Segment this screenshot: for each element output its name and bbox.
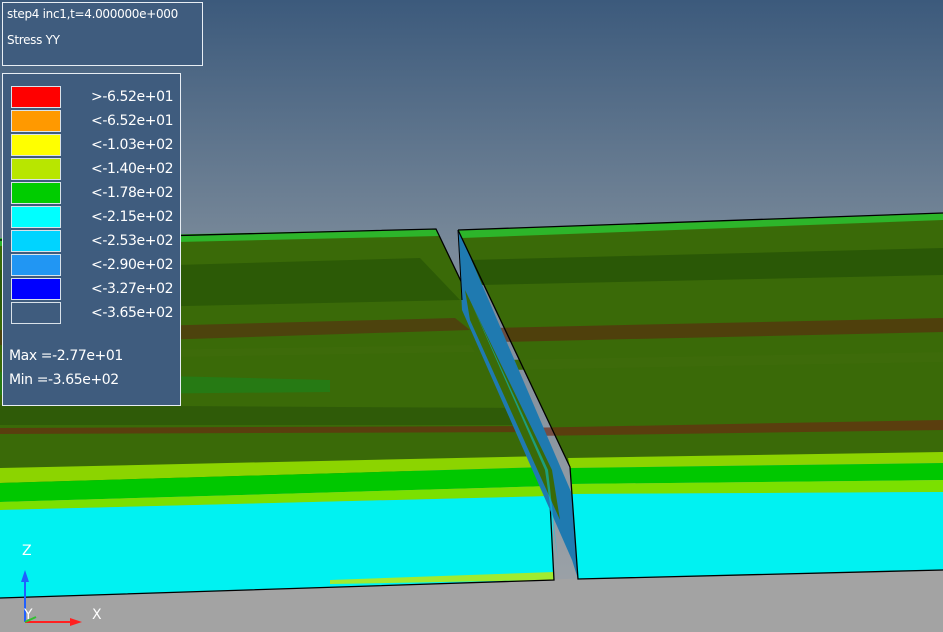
legend-row: <-3.27e+02 — [8, 278, 178, 302]
legend-row: <-2.15e+02 — [8, 206, 178, 230]
legend-row: >-6.52e+01 — [8, 86, 178, 110]
y-axis-line — [24, 616, 37, 623]
legend-label: <-3.27e+02 — [91, 281, 174, 297]
legend-row: <-2.53e+02 — [8, 230, 178, 254]
legend-row: <-1.78e+02 — [8, 182, 178, 206]
x-axis-label: X — [92, 607, 102, 623]
step-label: step4 inc1,t=4.000000e+000 — [7, 7, 178, 21]
legend-label: >-6.52e+01 — [91, 89, 174, 105]
legend-label: <-2.15e+02 — [91, 209, 174, 225]
result-title-box: step4 inc1,t=4.000000e+000 Stress YY — [2, 2, 203, 66]
legend-swatch — [11, 302, 61, 324]
max-value: Max =-2.77e+01 — [9, 348, 123, 364]
legend-swatch — [11, 134, 61, 156]
legend-row: <-6.52e+01 — [8, 110, 178, 134]
z-axis-label: Z — [22, 543, 32, 559]
legend-swatch — [11, 110, 61, 132]
legend-row: <-3.65e+02 — [8, 302, 178, 326]
legend-label: <-1.03e+02 — [91, 137, 174, 153]
legend-swatch — [11, 230, 61, 252]
left-plate — [0, 228, 555, 599]
legend-label: <-1.40e+02 — [91, 161, 174, 177]
legend-row: <-2.90e+02 — [8, 254, 178, 278]
axis-triad — [21, 570, 82, 626]
legend-swatch — [11, 254, 61, 276]
result-type-label: Stress YY — [7, 33, 60, 47]
right-plate — [457, 212, 943, 580]
legend-row: <-1.40e+02 — [8, 158, 178, 182]
legend-swatch — [11, 278, 61, 300]
z-axis-arrow — [21, 570, 29, 582]
x-axis-arrow — [70, 618, 82, 626]
ground-plane — [0, 565, 943, 632]
legend-label: <-2.90e+02 — [91, 257, 174, 273]
legend-label: <-1.78e+02 — [91, 185, 174, 201]
legend-swatch — [11, 206, 61, 228]
y-axis-label: Y — [24, 607, 33, 623]
contour-legend[interactable]: >-6.52e+01 <-6.52e+01 <-1.03e+02 <-1.40e… — [2, 73, 181, 406]
legend-swatch — [11, 182, 61, 204]
legend-row: <-1.03e+02 — [8, 134, 178, 158]
legend-label: <-6.52e+01 — [91, 113, 174, 129]
legend-swatch — [11, 86, 61, 108]
legend-label: <-3.65e+02 — [91, 305, 174, 321]
min-value: Min =-3.65e+02 — [9, 372, 119, 388]
legend-swatch — [11, 158, 61, 180]
legend-label: <-2.53e+02 — [91, 233, 174, 249]
